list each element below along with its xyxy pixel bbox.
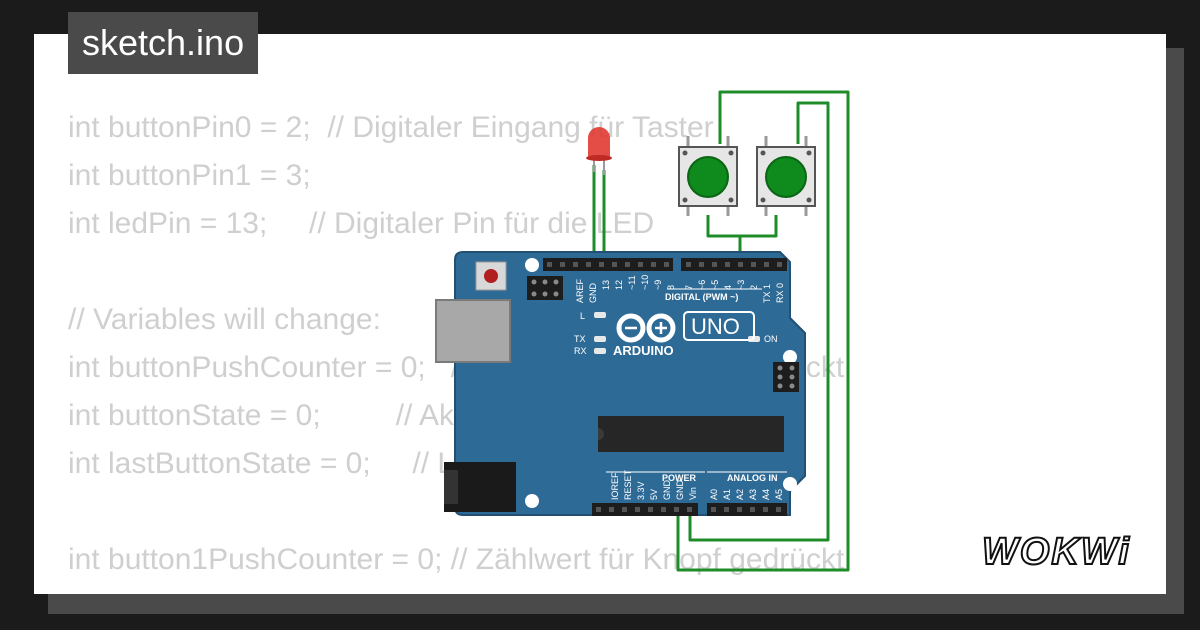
pin-label-tx1: TX 1 (762, 284, 772, 303)
pin-label-a3: A3 (748, 489, 758, 500)
pin-label-gnd-1: GND (662, 480, 672, 501)
board-name: UNO (691, 314, 740, 339)
icsp-header-right (773, 362, 799, 392)
pin-label-gnd: GND (588, 283, 598, 304)
pin-label-10: ~10 (640, 275, 650, 290)
label-rx: RX (574, 346, 587, 356)
led-labels: L TX RX ON (574, 311, 778, 356)
power-header (592, 503, 698, 516)
uno-badge (683, 311, 755, 341)
pin-label-ioref: IOREF (610, 472, 620, 500)
mounting-hole (783, 477, 797, 491)
pin-label-a1: A1 (722, 489, 732, 500)
wokwi-logo-text: WOKWi (982, 531, 1131, 573)
label-l: L (580, 311, 585, 321)
pin-label-rx0: RX 0 (775, 283, 785, 303)
reset-button[interactable] (475, 261, 507, 291)
digital-header-right (681, 258, 787, 271)
code-line: int buttonPin0 = 2; // Digitaler Eingang… (68, 111, 714, 144)
pin-label-a5: A5 (774, 489, 784, 500)
code-line: int buttonPin1 = 3; (68, 159, 311, 192)
code-line: // Variables will change: (68, 303, 381, 336)
push-button-1[interactable] (678, 136, 738, 216)
digital-pin-labels: AREF GND 13 12 ~11 ~10 ~9 8 7 ~6 ~5 4 ~3… (575, 275, 785, 303)
pin-label-7: 7 (684, 285, 694, 290)
pin-label-a4: A4 (761, 489, 771, 500)
power-header-label: POWER (662, 473, 697, 483)
label-tx: TX (574, 334, 586, 344)
pin-label-a2: A2 (735, 489, 745, 500)
wire-button1-power (676, 90, 850, 572)
wires (592, 90, 850, 572)
wire-button2-power (688, 101, 830, 542)
board-brand: ARDUINO (613, 343, 674, 358)
pin-label-3: ~3 (736, 280, 746, 290)
arduino-logo-icon (616, 313, 676, 343)
file-tab[interactable]: sketch.ino (68, 12, 259, 74)
usb-port (435, 299, 511, 363)
microcontroller-chip (598, 416, 784, 452)
pin-label-12: 12 (614, 280, 624, 290)
arduino-logo-symbols (625, 322, 667, 334)
icsp-pins-right (777, 365, 795, 389)
pin-label-vin: Vin (688, 487, 698, 500)
pin-label-9: ~9 (653, 280, 663, 290)
mounting-hole (525, 258, 539, 272)
digital-header-label: DIGITAL (PWM ~) (665, 292, 738, 302)
digital-header-left (543, 258, 673, 271)
analog-header-label: ANALOG IN (727, 473, 778, 483)
mounting-hole (783, 350, 797, 364)
pin-label-13: 13 (601, 280, 611, 290)
mounting-hole (525, 494, 539, 508)
red-led[interactable] (586, 127, 612, 175)
analog-header (707, 503, 787, 516)
bottom-pin-labels: IOREF RESET 3.3V 5V GND GND Vin A0 A1 A2… (610, 469, 784, 500)
label-on: ON (764, 334, 778, 344)
digital-header-holes (547, 262, 782, 267)
power-jack (444, 462, 516, 512)
icsp-pins-top (531, 279, 559, 297)
pin-label-11: ~11 (627, 275, 637, 290)
bottom-header-holes (596, 507, 781, 512)
pin-label-5: ~5 (710, 280, 720, 290)
pin-label-a0: A0 (709, 489, 719, 500)
pin-label-aref: AREF (575, 278, 585, 303)
file-tab-label: sketch.ino (82, 22, 245, 63)
pin-label-5v: 5V (649, 489, 659, 500)
pin-label-reset: RESET (623, 469, 633, 500)
wokwi-logo: WOKWi (981, 530, 1131, 574)
pin-label-gnd-2: GND (675, 480, 685, 501)
pin-label-2: 2 (749, 285, 759, 290)
code-line: int ledPin = 13; // Digitaler Pin für di… (68, 207, 655, 240)
push-button-2[interactable] (756, 136, 816, 216)
pin-label-4: 4 (723, 285, 733, 290)
pin-label-3v3: 3.3V (636, 481, 646, 500)
pin-label-6: ~6 (697, 280, 707, 290)
arduino-board[interactable]: AREF GND 13 12 ~11 ~10 ~9 8 7 ~6 ~5 4 ~3… (435, 251, 806, 516)
code-line: int button1State = 0; // Aktueller Wert … (68, 584, 844, 594)
pin-label-8: 8 (666, 285, 676, 290)
